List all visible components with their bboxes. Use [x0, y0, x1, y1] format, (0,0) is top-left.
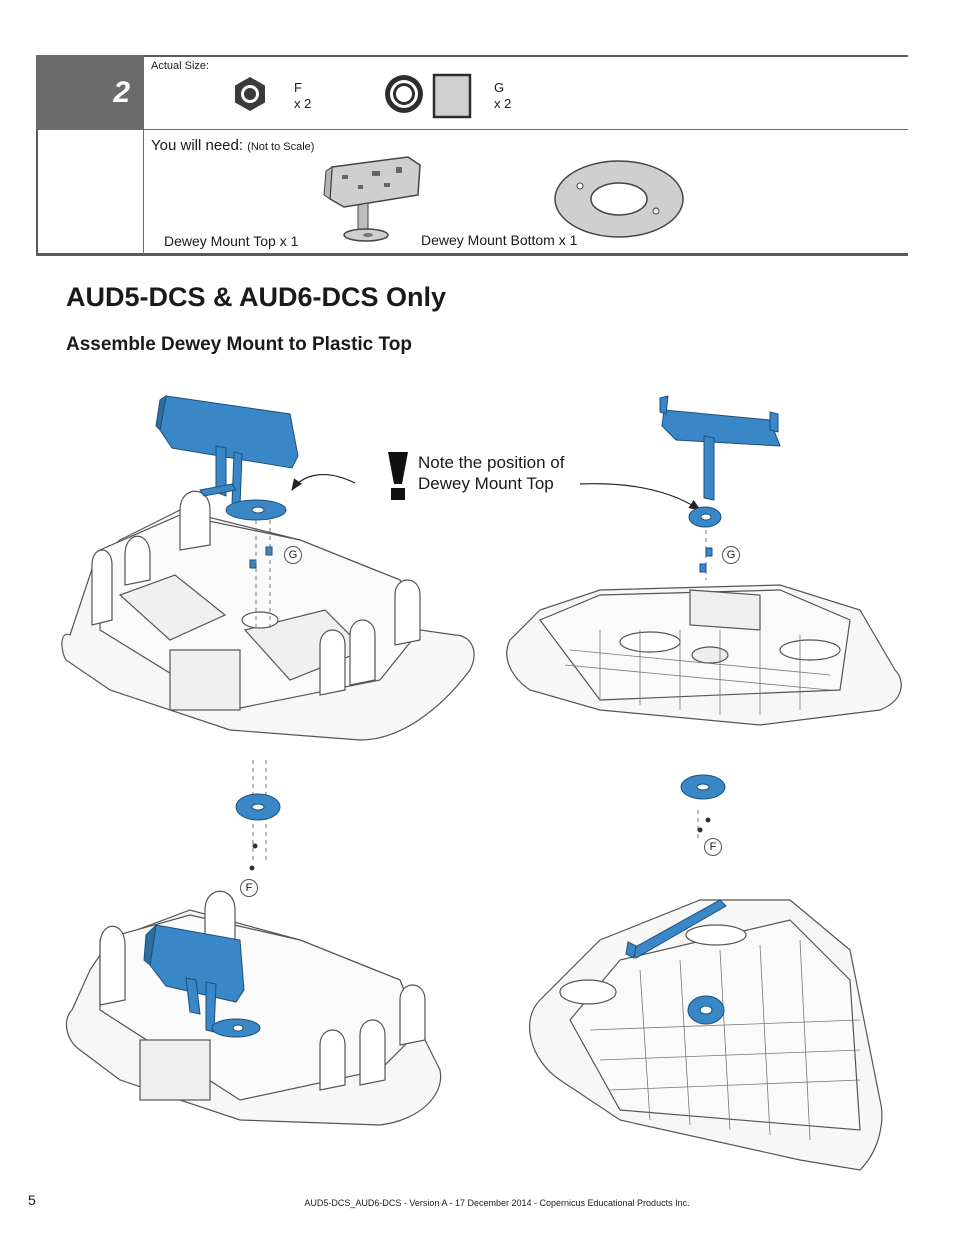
bottom-right-dewey-mount	[625, 899, 727, 1025]
note-arrow-right	[579, 483, 701, 511]
callout-g-right: G	[722, 546, 740, 564]
left-bottom-mount	[235, 793, 281, 871]
note-arrow-left	[291, 473, 356, 491]
hardware-f-letter: F	[294, 80, 302, 95]
hardware-g-letter: G	[494, 80, 505, 95]
page-number: 5	[28, 1192, 36, 1208]
not-to-scale-text: (Not to Scale)	[247, 141, 315, 153]
hex-nut-icon	[235, 77, 265, 111]
callout-f-left: F	[240, 879, 258, 897]
top-left-tray	[61, 490, 475, 741]
top-right-dewey-mount	[659, 395, 781, 528]
you-will-need-text: You will need:	[151, 137, 244, 154]
callout-g-left: G	[284, 546, 302, 564]
footer-text: AUD5-DCS_AUD6-DCS - Version A - 17 Decem…	[304, 1198, 690, 1208]
top-right-tray	[506, 584, 902, 726]
dewey-mount-top-label: Dewey Mount Top x 1	[164, 233, 299, 249]
step-number-cell	[36, 55, 144, 130]
top-right-g-spacers	[699, 547, 713, 573]
dewey-mount-bottom-icon	[554, 160, 684, 238]
top-left-dewey-mount	[155, 394, 299, 521]
dewey-mount-bottom-label: Dewey Mount Bottom x 1	[421, 232, 578, 248]
dewey-mount-top-icon	[323, 156, 421, 242]
hardware-f-qty: x 2	[294, 96, 312, 111]
note-text: Note the position of Dewey Mount Top	[418, 453, 565, 493]
bottom-left-dewey-mount	[143, 923, 261, 1038]
step-divider-horizontal	[36, 129, 908, 130]
actual-size-label: Actual Size:	[151, 60, 210, 72]
bottom-left-tray	[65, 890, 442, 1126]
spacer-washer-icon	[385, 73, 472, 119]
right-bottom-mount	[680, 774, 726, 833]
page-title: AUD5-DCS & AUD6-DCS Only	[66, 282, 447, 312]
step-number: 2	[113, 75, 130, 109]
step-divider-vertical	[143, 130, 144, 255]
step-box	[36, 55, 908, 256]
callout-f-right: F	[704, 838, 722, 856]
you-will-need-label: You will need: (Not to Scale)	[151, 137, 314, 154]
section-title: Assemble Dewey Mount to Plastic Top	[66, 334, 412, 355]
bottom-right-tray	[529, 899, 883, 1171]
assembly-diagram	[61, 394, 902, 1171]
warning-exclamation-icon	[388, 452, 408, 500]
hardware-g-qty: x 2	[494, 96, 512, 111]
